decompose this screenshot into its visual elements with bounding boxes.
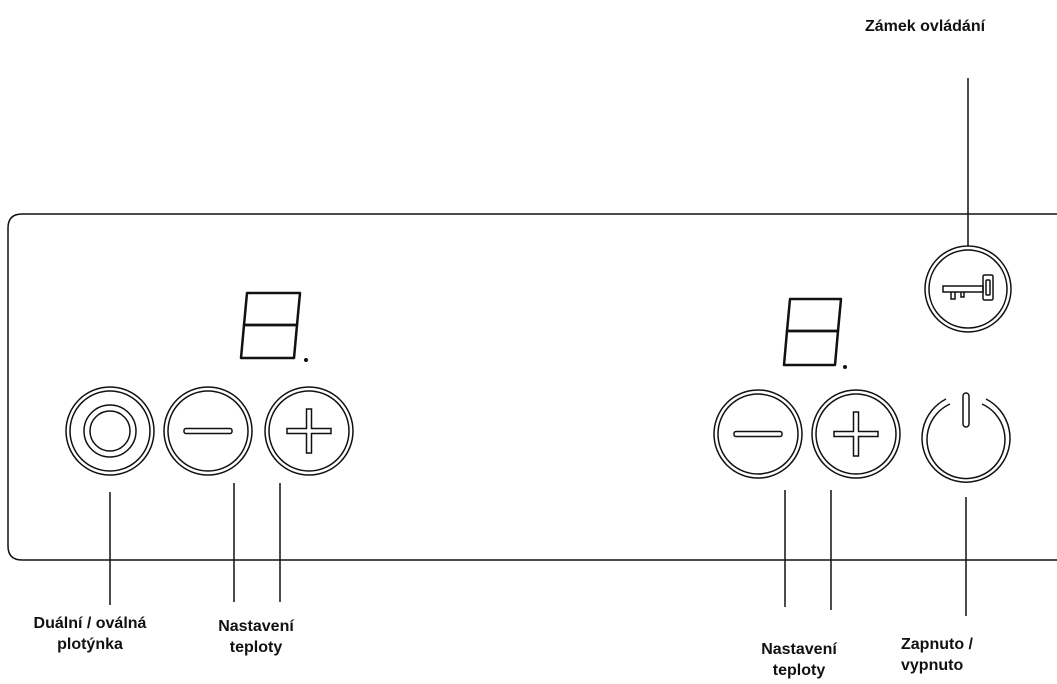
lock-label-text: Zámek ovládání [865,18,986,35]
right-display [782,297,847,369]
dual-zone-label-line2: plotýnka [57,636,123,653]
leader-lines [109,78,969,616]
dual-zone-button[interactable] [65,386,155,476]
dual-ring-icon [83,404,137,458]
right-plus-button[interactable] [811,389,901,479]
left-temp-label-line1: Nastavení [218,618,294,635]
right-display-digit [782,297,843,367]
power-icon [921,398,1011,483]
power-button[interactable] [921,392,1011,483]
left-plus-button[interactable] [264,386,354,476]
right-temp-label: Nastavení teploty [736,639,862,681]
left-display-digit [239,291,302,360]
right-minus-icon [733,430,783,438]
left-temp-label: Nastavení teploty [194,616,318,658]
left-temp-label-line2: teploty [229,639,283,656]
dual-zone-label: Duální / oválná plotýnka [4,613,176,655]
panel-outline [7,213,1057,561]
right-temp-label-line1: Nastavení [761,641,837,658]
right-minus-button[interactable] [713,389,803,479]
key-icon [942,274,994,301]
left-display [239,291,308,362]
power-label-line1: Zapnuto / [901,636,973,653]
left-minus-icon [183,427,233,435]
dual-zone-label-line1: Duální / oválná [33,615,147,632]
left-display-dot [304,358,308,362]
lock-label: Zámek ovládání [865,16,1057,37]
right-display-dot [843,365,847,369]
power-label-line2: vypnuto [901,657,964,674]
left-plus-icon [286,408,332,454]
right-plus-icon [833,411,879,457]
power-label: Zapnuto / vypnuto [901,634,1033,676]
right-temp-label-line2: teploty [772,662,826,679]
left-minus-button[interactable] [163,386,253,476]
lock-button[interactable] [924,245,1012,333]
